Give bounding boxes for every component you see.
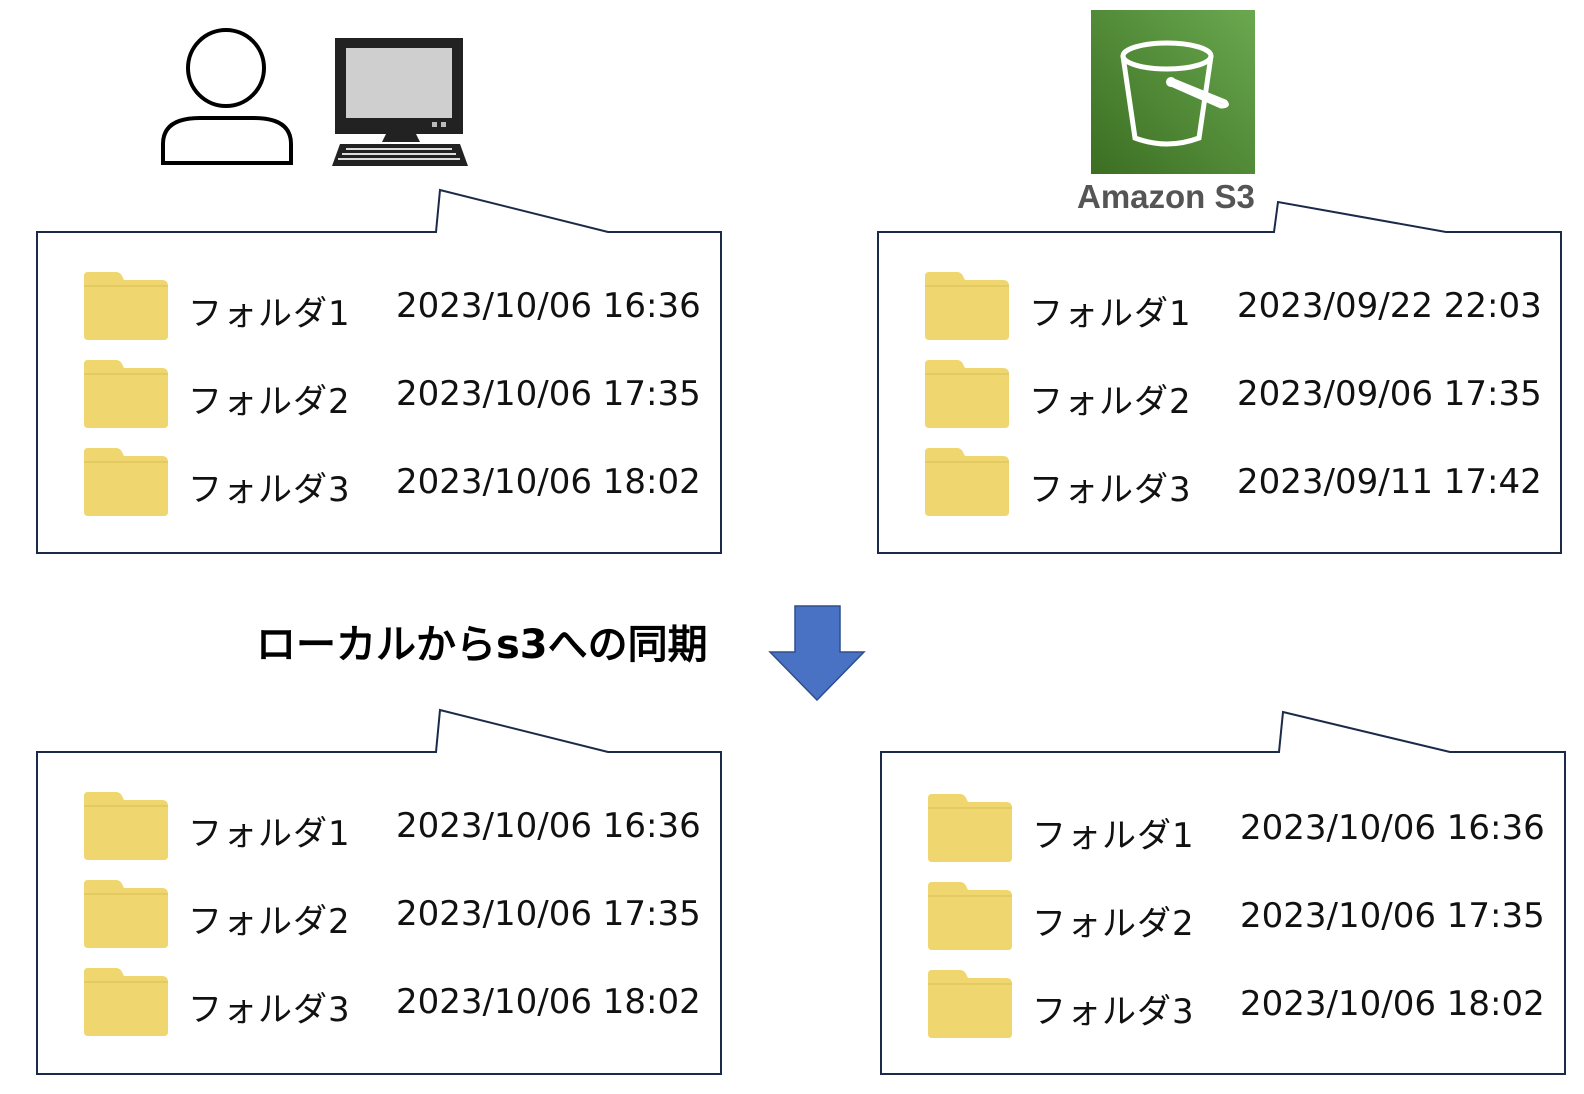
amazon-s3-logo: Amazon S3 [1077, 10, 1255, 215]
sync-label: ローカルからs3への同期 [256, 622, 708, 668]
folder-icon [84, 448, 168, 516]
folder-name: フォルダ1 [1029, 294, 1192, 334]
folder-icon [84, 968, 168, 1036]
folder-date: 2023/09/22 22:03 [1237, 286, 1542, 326]
folder-icon [928, 882, 1012, 950]
s3-bucket-icon [1091, 10, 1255, 174]
folder-name: フォルダ1 [188, 814, 351, 854]
folder-name: フォルダ1 [1032, 816, 1195, 856]
folder-icon [84, 272, 168, 340]
folder-name: フォルダ3 [1029, 470, 1192, 510]
folder-icon [84, 360, 168, 428]
folder-name: フォルダ3 [188, 990, 351, 1030]
folder-name: フォルダ2 [1029, 382, 1192, 422]
folder-icon [925, 448, 1009, 516]
folder-date: 2023/10/06 18:02 [396, 462, 701, 502]
down-arrow-icon [768, 605, 866, 702]
folder-date: 2023/09/06 17:35 [1237, 374, 1542, 414]
folder-date: 2023/10/06 18:02 [1240, 984, 1545, 1024]
folder-icon [928, 794, 1012, 862]
folder-date: 2023/10/06 17:35 [396, 894, 701, 934]
s3-logo-label: Amazon S3 [1077, 178, 1255, 215]
callout-s3-before [877, 200, 1562, 554]
folder-icon [84, 880, 168, 948]
callout-s3-after [880, 710, 1566, 1075]
folder-date: 2023/09/11 17:42 [1237, 462, 1542, 502]
callout-local-after [36, 708, 722, 1075]
folder-name: フォルダ2 [188, 902, 351, 942]
folder-name: フォルダ3 [188, 470, 351, 510]
folder-name: フォルダ2 [188, 382, 351, 422]
folder-name: フォルダ3 [1032, 992, 1195, 1032]
folder-date: 2023/10/06 16:36 [1240, 808, 1545, 848]
folder-icon [925, 360, 1009, 428]
callout-local-before [36, 188, 722, 554]
folder-date: 2023/10/06 17:35 [396, 374, 701, 414]
folder-icon [925, 272, 1009, 340]
folder-date: 2023/10/06 16:36 [396, 286, 701, 326]
user-icon [161, 28, 293, 165]
folder-name: フォルダ2 [1032, 904, 1195, 944]
folder-date: 2023/10/06 18:02 [396, 982, 701, 1022]
folder-date: 2023/10/06 17:35 [1240, 896, 1545, 936]
computer-icon [332, 38, 468, 166]
folder-icon [928, 970, 1012, 1038]
folder-name: フォルダ1 [188, 294, 351, 334]
folder-date: 2023/10/06 16:36 [396, 806, 701, 846]
folder-icon [84, 792, 168, 860]
